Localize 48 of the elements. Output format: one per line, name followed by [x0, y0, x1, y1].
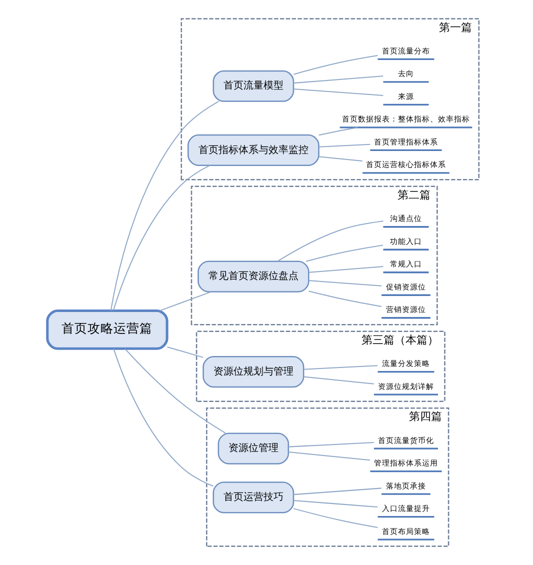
node-box: 常见首页资源位盘点 [198, 260, 310, 292]
node-box: 首页攻略运营篇 [46, 309, 168, 350]
node-text: 去向 [398, 69, 414, 78]
connector [293, 488, 382, 496]
node-text: 管理指标体系运用 [374, 458, 438, 468]
connector [277, 220, 384, 262]
node-box: 首页运营技巧 [212, 482, 294, 514]
connector [288, 442, 374, 448]
node-box: 首页指标体系与效率监控 [187, 134, 320, 166]
node-text: 入口流量提升 [382, 504, 430, 514]
connector [113, 348, 214, 487]
connector [293, 76, 384, 84]
connector [318, 156, 362, 162]
node-text: 首页流量分布 [382, 46, 430, 56]
connector [306, 244, 384, 262]
node-text: 落地页承接 [386, 481, 426, 490]
connector [304, 376, 374, 384]
connector [160, 291, 212, 312]
node-text: 首页布局策略 [382, 526, 430, 536]
node-text: 功能入口 [390, 236, 422, 246]
connector [293, 500, 378, 508]
connector [308, 266, 384, 273]
connector [293, 88, 384, 96]
node-text: 常规入口 [390, 260, 422, 269]
connector [288, 451, 370, 461]
connector [124, 348, 226, 434]
connector [318, 126, 358, 136]
connector [294, 55, 378, 75]
node-box: 首页流量模型 [212, 70, 294, 102]
connector [308, 280, 382, 286]
node-text: 来源 [398, 92, 414, 101]
connector [110, 100, 219, 311]
connector [167, 346, 204, 358]
node-box: 资源位规划与管理 [202, 356, 304, 388]
node-text: 促销资源位 [386, 282, 426, 292]
node-text: 营销资源位 [386, 305, 426, 314]
connector [318, 144, 370, 148]
connector [308, 290, 382, 307]
node-text: 沟通点位 [390, 214, 422, 224]
node-box: 资源位管理 [218, 432, 290, 464]
connector [304, 365, 378, 370]
node-text: 首页流量货币化 [378, 436, 434, 445]
node-text: 首页运营核心指标体系 [366, 160, 446, 170]
node-text: 资源位规划详解 [378, 382, 434, 391]
node-text: 首页数据报表：整体指标、效率指标 [342, 114, 470, 124]
connector [293, 508, 378, 528]
node-text: 首页管理指标体系 [374, 137, 438, 146]
node-text: 流量分发策略 [382, 359, 430, 368]
